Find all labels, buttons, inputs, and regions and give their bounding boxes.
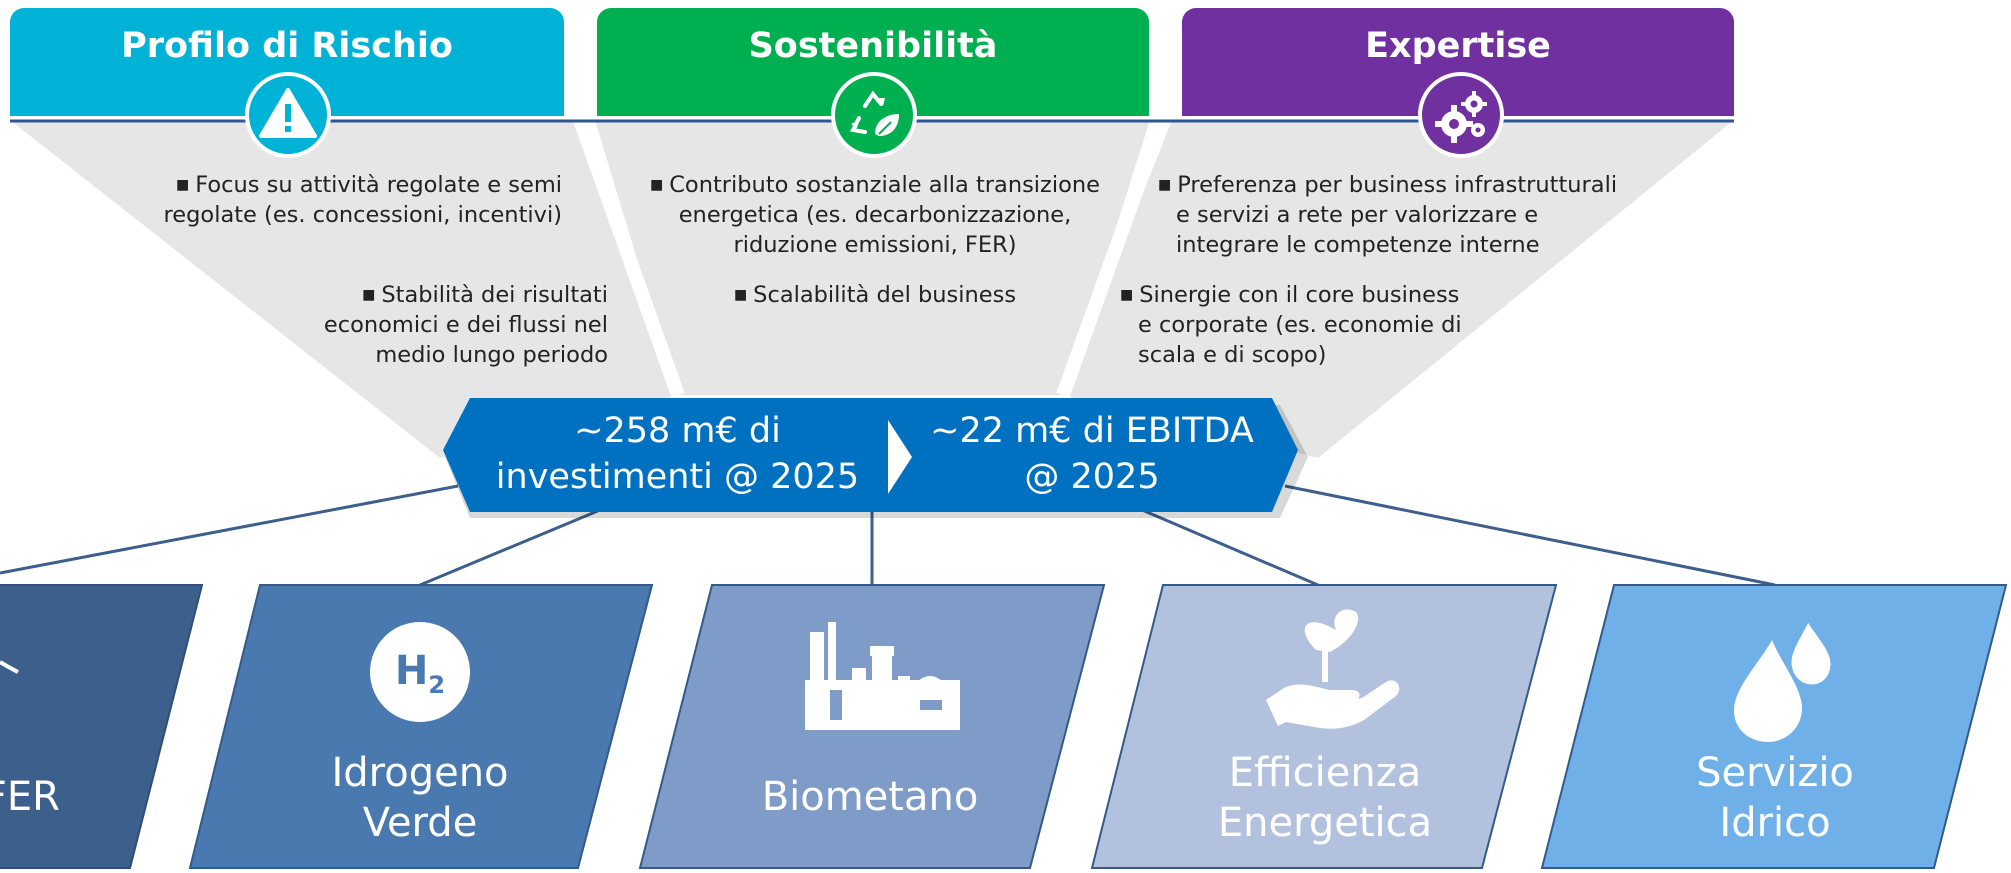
- card-idrogeno: [188, 584, 654, 869]
- kpi-divider-chevron: [888, 420, 912, 494]
- wind-turbine-icon: [0, 660, 19, 674]
- hydrogen-h2-icon: [370, 622, 470, 722]
- kpi-investments: ~258 m€ di investimenti @ 2025: [495, 411, 860, 497]
- card-fer: [0, 584, 204, 869]
- hydrogen-h2-text: H2: [394, 648, 446, 699]
- kpi-ebitda: ~22 m€ di EBITDA @ 2025: [930, 411, 1254, 497]
- funnel-left: [10, 120, 678, 458]
- pillar-title-sustainability: Sostenibilità: [748, 26, 998, 66]
- funnel-right: [1063, 120, 1734, 458]
- water-drops-icon: [1734, 616, 1834, 742]
- pillar-title-risk: Profilo di Rischio: [121, 26, 453, 66]
- biogas-plant-icon: [805, 622, 960, 730]
- card-label-biometano: Biometano: [761, 774, 979, 820]
- gears-icon: [1418, 72, 1504, 158]
- risk-bullet-1: ■Focus su attività regolate e semi regol…: [163, 172, 562, 228]
- expertise-bullet-2: ■Sinergie con il core business e corpora…: [1120, 282, 1462, 368]
- funnel-center: [595, 120, 1150, 395]
- card-label-idrogeno: Idrogeno Verde: [331, 750, 509, 846]
- expertise-bullet-1: ■Preferenza per business infrastruttural…: [1158, 172, 1618, 258]
- pillar-title-expertise: Expertise: [1365, 26, 1551, 66]
- warning-icon: [245, 72, 331, 158]
- sustainability-bullet-1: ■Contributo sostanziale alla transizione…: [649, 172, 1100, 258]
- risk-bullet-2: ■Stabilità dei risultati economici e dei…: [323, 282, 608, 368]
- kpi-banner: [443, 398, 1298, 512]
- sustainability-bullet-2: ■Scalabilità del business: [733, 282, 1017, 308]
- card-label-idrico: Servizio Idrico: [1696, 750, 1854, 846]
- card-label-efficienza: Efficienza Energetica: [1217, 750, 1433, 846]
- recycle-leaf-icon: [831, 72, 917, 158]
- card-label-fer: i FER: [0, 774, 60, 820]
- hand-plant-icon: [1266, 609, 1400, 729]
- connector-lines: [0, 484, 1776, 587]
